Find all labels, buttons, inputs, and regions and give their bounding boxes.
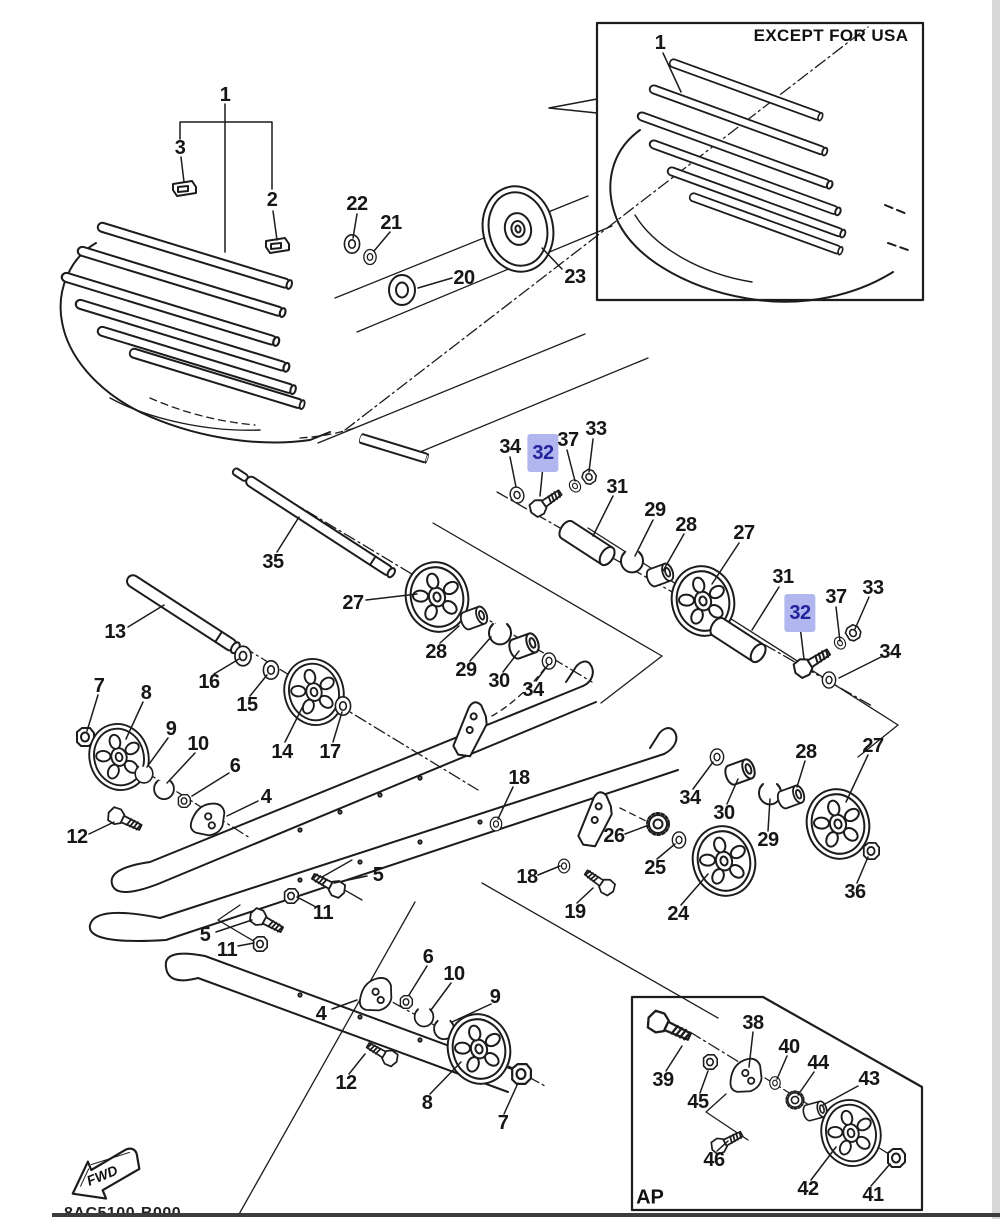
part-label-34[interactable]: 34 <box>879 641 901 663</box>
inset-usa <box>548 21 925 303</box>
part-label-44[interactable]: 44 <box>807 1052 829 1074</box>
part-label-23[interactable]: 23 <box>564 266 586 288</box>
part-label-36[interactable]: 36 <box>844 881 866 903</box>
part-label-12[interactable]: 12 <box>335 1072 357 1094</box>
part-label-32[interactable]: 32 <box>527 434 559 472</box>
part-label-33[interactable]: 33 <box>585 418 607 440</box>
parts <box>76 178 906 1174</box>
part-label-29[interactable]: 29 <box>757 829 779 851</box>
part-label-43[interactable]: 43 <box>858 1068 880 1090</box>
part-label-42[interactable]: 42 <box>797 1178 819 1200</box>
part-label-31[interactable]: 31 <box>772 566 794 588</box>
track-assembly <box>59 220 431 464</box>
part-label-17[interactable]: 17 <box>319 741 341 763</box>
leader-lines <box>86 52 891 1187</box>
part-label-37[interactable]: 37 <box>557 429 579 451</box>
part-label-38[interactable]: 38 <box>742 1012 764 1034</box>
part-label-28[interactable]: 28 <box>425 641 447 663</box>
part-label-27[interactable]: 27 <box>862 735 884 757</box>
part-label-1[interactable]: 1 <box>654 32 666 54</box>
part-label-46[interactable]: 46 <box>703 1149 725 1171</box>
part-label-28[interactable]: 28 <box>675 514 697 536</box>
part-label-37[interactable]: 37 <box>825 586 847 608</box>
page-bottom-rule <box>52 1213 1000 1217</box>
part-label-11[interactable]: 11 <box>216 939 238 961</box>
part-label-34[interactable]: 34 <box>522 679 544 701</box>
part-label-2[interactable]: 2 <box>266 189 278 211</box>
part-label-16[interactable]: 16 <box>198 671 220 693</box>
inset-usa-caption: EXCEPT FOR USA <box>753 26 909 45</box>
part-label-3[interactable]: 3 <box>174 137 186 159</box>
part-label-10[interactable]: 10 <box>187 733 209 755</box>
part-label-20[interactable]: 20 <box>453 267 475 289</box>
part-code: 8AC5100-B000 <box>64 1205 182 1215</box>
part-label-27[interactable]: 27 <box>342 592 364 614</box>
part-label-6[interactable]: 6 <box>229 755 241 777</box>
part-label-24[interactable]: 24 <box>667 903 689 925</box>
part-label-6[interactable]: 6 <box>422 946 434 968</box>
part-label-4[interactable]: 4 <box>315 1003 327 1025</box>
part-label-13[interactable]: 13 <box>104 621 126 643</box>
part-label-1[interactable]: 1 <box>219 84 231 106</box>
part-label-18[interactable]: 18 <box>516 866 538 888</box>
part-label-29[interactable]: 29 <box>455 659 477 681</box>
part-label-15[interactable]: 15 <box>236 694 258 716</box>
part-label-7[interactable]: 7 <box>93 675 105 697</box>
part-label-26[interactable]: 26 <box>603 825 625 847</box>
part-label-35[interactable]: 35 <box>262 551 284 573</box>
part-label-45[interactable]: 45 <box>687 1091 709 1113</box>
part-label-5[interactable]: 5 <box>199 924 211 946</box>
part-label-32[interactable]: 32 <box>784 594 816 632</box>
part-label-11[interactable]: 11 <box>312 902 334 924</box>
part-label-33[interactable]: 33 <box>862 577 884 599</box>
part-label-30[interactable]: 30 <box>488 670 510 692</box>
slide-rails <box>88 660 679 1093</box>
inset-ap-caption: AP <box>636 1186 664 1209</box>
part-label-7[interactable]: 7 <box>497 1112 509 1134</box>
part-label-5[interactable]: 5 <box>372 864 384 886</box>
part-label-39[interactable]: 39 <box>652 1069 674 1091</box>
part-label-30[interactable]: 30 <box>713 802 735 824</box>
fwd-arrow: FWD <box>71 1147 141 1200</box>
part-label-31[interactable]: 31 <box>606 476 628 498</box>
part-label-22[interactable]: 22 <box>346 193 368 215</box>
part-label-9[interactable]: 9 <box>489 986 501 1008</box>
part-label-34[interactable]: 34 <box>679 787 701 809</box>
part-label-8[interactable]: 8 <box>421 1092 433 1114</box>
inset-ap-border <box>630 995 924 1212</box>
part-label-19[interactable]: 19 <box>564 901 586 923</box>
part-label-25[interactable]: 25 <box>644 857 666 879</box>
part-label-40[interactable]: 40 <box>778 1036 800 1058</box>
part-label-27[interactable]: 27 <box>733 522 755 544</box>
part-label-29[interactable]: 29 <box>644 499 666 521</box>
part-label-28[interactable]: 28 <box>795 741 817 763</box>
part-label-10[interactable]: 10 <box>443 963 465 985</box>
part-label-21[interactable]: 21 <box>380 212 402 234</box>
part-label-14[interactable]: 14 <box>271 741 293 763</box>
part-label-4[interactable]: 4 <box>260 786 272 808</box>
part-label-12[interactable]: 12 <box>66 826 88 848</box>
part-label-9[interactable]: 9 <box>165 718 177 740</box>
part-label-34[interactable]: 34 <box>499 436 521 458</box>
part-label-41[interactable]: 41 <box>862 1184 884 1206</box>
page-edge-strip <box>992 0 1000 1219</box>
part-label-18[interactable]: 18 <box>508 767 530 789</box>
part-label-8[interactable]: 8 <box>140 682 152 704</box>
